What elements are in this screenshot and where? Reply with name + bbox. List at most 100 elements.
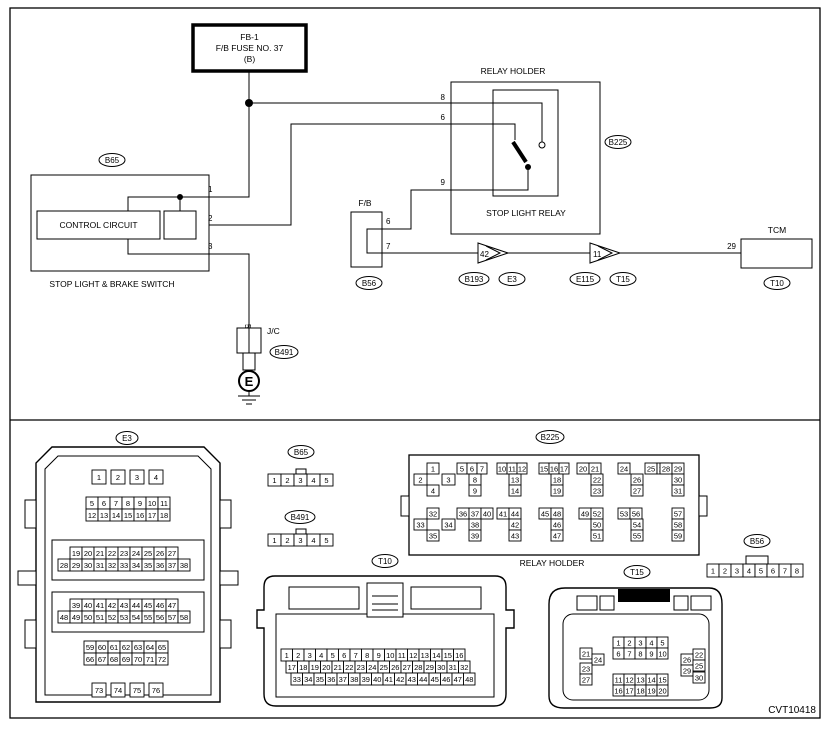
- t15-pin-18-label: 18: [636, 686, 644, 695]
- b225-pin-16-label: 16: [550, 464, 558, 473]
- t10-pin-23-label: 23: [357, 663, 365, 672]
- e3-tab-left-top: [24, 499, 37, 529]
- e3-pin-40-label: 40: [84, 601, 92, 610]
- b225-pin-39-cell: [468, 529, 482, 542]
- b225-pin-43-cell: [508, 529, 522, 542]
- t15-pin-27-cell: [579, 673, 593, 686]
- fuse-box: [191, 23, 308, 73]
- b225-pin-29-label: 29: [674, 464, 682, 473]
- t15-pin-7-label: 7: [627, 649, 631, 658]
- b225-pin-49-label: 49: [581, 509, 589, 518]
- callout-t15: [609, 272, 637, 286]
- t15-pin-6-label: 6: [616, 649, 620, 658]
- t15-tab-4: [690, 595, 712, 611]
- svg-text:E3: E3: [507, 275, 517, 284]
- svg-text:B56: B56: [750, 537, 765, 546]
- b56-pin-8-label: 8: [795, 566, 799, 575]
- t10-title-callout: [371, 554, 399, 568]
- wire-switch3-ground: [209, 253, 250, 328]
- e3-pin-13-label: 13: [100, 511, 108, 520]
- e3-pin-15-label: 15: [124, 511, 132, 520]
- e3-pin-70-label: 70: [134, 655, 142, 664]
- svg-text:T15: T15: [616, 275, 630, 284]
- b225-pin-32-label: 32: [429, 509, 437, 518]
- relay-pin-6: 6: [441, 113, 446, 122]
- e3-pin-54-label: 54: [132, 613, 140, 622]
- b56-pin-5-label: 5: [759, 566, 763, 575]
- b225-pin-31-label: 31: [674, 486, 682, 495]
- t10-lock-right: [410, 586, 482, 610]
- e3-pin-22-label: 22: [108, 549, 116, 558]
- b225-pin-45-label: 45: [541, 509, 549, 518]
- e3-pin-49-label: 49: [72, 613, 80, 622]
- connector-42-inner: [485, 245, 502, 261]
- b225-pin-7-cell: [476, 462, 488, 475]
- b225-pin-43-label: 43: [511, 531, 519, 540]
- e3-pin-2-label: 2: [116, 473, 120, 482]
- b225-pin-10-label: 10: [498, 464, 506, 473]
- b56-pin-1-label: 1: [711, 566, 715, 575]
- fuse-line3: (B): [244, 54, 256, 64]
- fuse-line1: FB-1: [240, 32, 259, 42]
- e3-pin-35-label: 35: [144, 561, 152, 570]
- t15-pin-16-label: 16: [614, 686, 622, 695]
- b225-pin-40-cell: [480, 507, 494, 520]
- t15-pin-30-label: 30: [695, 673, 703, 682]
- b56-pin-7-label: 7: [783, 566, 787, 575]
- e3-pin-31-label: 31: [96, 561, 104, 570]
- e3-pin-3-label: 3: [135, 473, 139, 482]
- b225-pin-55-cell: [630, 529, 644, 542]
- b491-pin-1-label: 1: [272, 536, 276, 545]
- b225-pin-40-label: 40: [483, 509, 491, 518]
- callout-t10: [763, 276, 791, 290]
- e3-pin-12-label: 12: [88, 511, 96, 520]
- svg-text:B193: B193: [465, 275, 484, 284]
- svg-text:E3: E3: [122, 434, 132, 443]
- t15-pin-24-label: 24: [594, 655, 602, 664]
- wire-relay9-fb: [366, 189, 451, 254]
- b225-pin-52-label: 52: [593, 509, 601, 518]
- e3-pin-25-label: 25: [144, 549, 152, 558]
- b225-pin-8-label: 8: [473, 475, 477, 484]
- e3-pin-37-label: 37: [168, 561, 176, 570]
- b56-pin-2-label: 2: [723, 566, 727, 575]
- b225-pin-17-label: 17: [560, 464, 568, 473]
- t10-pin-5-label: 5: [331, 651, 335, 660]
- t10-pin-34-label: 34: [304, 675, 312, 684]
- t10-pin-21-label: 21: [334, 663, 342, 672]
- t10-pin-29-label: 29: [426, 663, 434, 672]
- t15-pin-9-label: 9: [649, 649, 653, 658]
- t15-pin-20-cell: [656, 684, 669, 697]
- b225-pin-14-label: 14: [511, 486, 519, 495]
- t15-pin-25-label: 25: [695, 661, 703, 670]
- b56-title-callout: [743, 534, 771, 548]
- b225-pin-12-label: 12: [518, 464, 526, 473]
- e3-pin-38-label: 38: [180, 561, 188, 570]
- stop-light-relay-box: [492, 89, 559, 197]
- svg-text:T10: T10: [378, 557, 392, 566]
- b225-pin-50-label: 50: [593, 520, 601, 529]
- e3-pin-44-label: 44: [132, 601, 140, 610]
- t10-pin-28-label: 28: [414, 663, 422, 672]
- e3-pin-75-cell: [129, 682, 145, 698]
- b225-pin-51-cell: [590, 529, 604, 542]
- connector-11-inner: [597, 245, 614, 261]
- t10-pin-22-label: 22: [345, 663, 353, 672]
- b225-pin-46-label: 46: [553, 520, 561, 529]
- t15-pin-21-cell: [579, 647, 593, 660]
- t10-pin-40-label: 40: [373, 675, 381, 684]
- t10-pin-6-label: 6: [342, 651, 346, 660]
- e3-pin-51-label: 51: [96, 613, 104, 622]
- t10-pin-35-label: 35: [316, 675, 324, 684]
- e3-pin-67-label: 67: [98, 655, 106, 664]
- e3-pin-68-label: 68: [110, 655, 118, 664]
- b225-pin-27-cell: [630, 484, 644, 497]
- ground-symbol: [238, 391, 260, 405]
- switch-pin-2: 2: [208, 214, 213, 223]
- callout-b193: [458, 272, 490, 286]
- t10-pin-32-label: 32: [460, 663, 468, 672]
